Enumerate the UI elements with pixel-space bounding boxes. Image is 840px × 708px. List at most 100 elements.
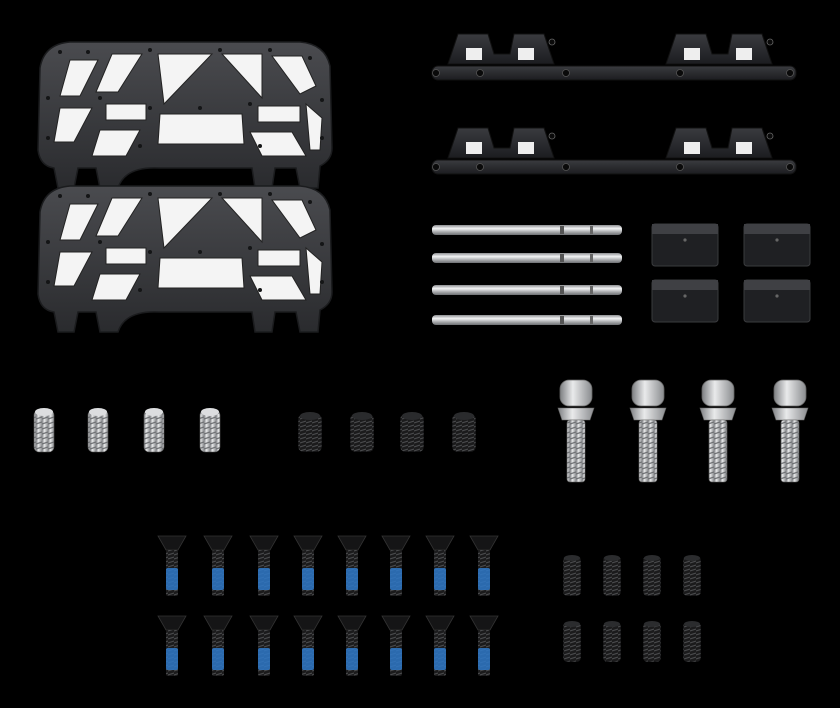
black-set-screw-3 — [399, 412, 425, 453]
steel-pin-4 — [432, 315, 622, 325]
silver-cap-bolts — [557, 379, 809, 483]
plate-cutout — [271, 55, 317, 95]
plate-hole — [58, 194, 62, 198]
rail-hole — [676, 69, 684, 77]
countersunk-bolt-r1-7 — [425, 535, 455, 596]
plate-hole — [138, 144, 142, 148]
countersunk-bolt-r2-4 — [293, 615, 323, 676]
countersunk-bolt-r1-1 — [157, 535, 187, 596]
black-set-screw-1 — [297, 412, 323, 453]
countersunk-bolt-r2-6 — [381, 615, 411, 676]
black-set-screw-small-r1-3 — [642, 555, 662, 597]
rail-hole — [432, 69, 440, 77]
rubber-pad-4 — [743, 279, 811, 323]
rail-hole — [786, 163, 794, 171]
rubber-pad-blocks — [651, 223, 811, 323]
plate-cutout — [249, 275, 307, 301]
plate-cutout — [157, 53, 214, 106]
plate-hole — [86, 194, 90, 198]
steel-pin-3 — [432, 285, 622, 295]
steel-pin-1 — [432, 225, 622, 235]
plate-cutout — [105, 103, 147, 121]
steel-pin-2 — [432, 253, 622, 263]
steel-pins — [432, 225, 622, 325]
plate-cutout — [305, 102, 323, 151]
plate-hole — [258, 144, 262, 148]
rail-clamp — [447, 127, 556, 159]
rail-hole — [676, 163, 684, 171]
rail-hole — [476, 69, 484, 77]
plate-cutout — [271, 199, 317, 239]
silver-set-screw-1 — [33, 408, 55, 453]
plate-cutout — [91, 129, 141, 157]
plate-cutout — [157, 197, 214, 250]
black-set-screw-small-r1-4 — [682, 555, 702, 597]
plate-cutout — [53, 107, 93, 143]
plate-hole — [98, 96, 102, 100]
pedal-plates — [37, 41, 333, 333]
silver-cap-bolt-2 — [629, 379, 667, 483]
plate-cutout — [105, 247, 147, 265]
plate-hole — [320, 242, 324, 246]
black-set-screw-small-r1-2 — [602, 555, 622, 597]
plate-cutout — [157, 257, 245, 289]
plate-cutout — [95, 53, 143, 93]
countersunk-bolt-r2-7 — [425, 615, 455, 676]
countersunk-bolt-r1-8 — [469, 535, 499, 596]
plate-hole — [46, 240, 50, 244]
black-set-screw-4 — [451, 412, 477, 453]
plate-hole — [148, 250, 152, 254]
plate-cutout — [257, 105, 301, 123]
plate-hole — [248, 102, 252, 106]
black-set-screw-small-r2-4 — [682, 621, 702, 663]
pedal-plate-2 — [37, 185, 333, 333]
plate-cutout — [91, 273, 141, 301]
plate-cutout — [220, 197, 263, 244]
plate-hole — [218, 48, 222, 52]
plate-hole — [46, 96, 50, 100]
plate-cutout — [305, 246, 323, 295]
plate-hole — [320, 136, 324, 140]
mounting-rail-2 — [431, 127, 797, 175]
black-set-screw-small-r2-3 — [642, 621, 662, 663]
countersunk-bolt-r1-2 — [203, 535, 233, 596]
silver-cap-bolt-3 — [699, 379, 737, 483]
plate-hole — [308, 56, 312, 60]
countersunk-bolt-r2-1 — [157, 615, 187, 676]
rubber-pad-1 — [651, 223, 719, 267]
plate-cutout — [59, 59, 99, 97]
plate-cutout — [249, 131, 307, 157]
plate-hole — [268, 192, 272, 196]
plate-hole — [198, 250, 202, 254]
plate-cutout — [53, 251, 93, 287]
rail-hole — [562, 163, 570, 171]
mounting-rail-1 — [431, 33, 797, 81]
rail-hole — [786, 69, 794, 77]
black-set-screws-large — [297, 412, 477, 453]
rubber-pad-3 — [651, 279, 719, 323]
plate-hole — [148, 192, 152, 196]
plate-cutout — [257, 249, 301, 267]
plate-hole — [148, 48, 152, 52]
silver-set-screw-2 — [87, 408, 109, 453]
plate-hole — [268, 48, 272, 52]
rail-clamp — [447, 33, 556, 65]
rail-clamp — [665, 33, 774, 65]
plate-hole — [98, 240, 102, 244]
plate-hole — [248, 246, 252, 250]
countersunk-bolts — [157, 535, 499, 676]
plate-hole — [58, 50, 62, 54]
plate-cutout — [59, 203, 99, 241]
countersunk-bolt-r1-4 — [293, 535, 323, 596]
black-set-screw-2 — [349, 412, 375, 453]
plate-hole — [320, 98, 324, 102]
silver-cap-bolt-1 — [557, 379, 595, 483]
countersunk-bolt-r1-3 — [249, 535, 279, 596]
rail-hole — [562, 69, 570, 77]
plate-hole — [138, 288, 142, 292]
plate-cutout — [220, 53, 263, 100]
countersunk-bolt-r2-3 — [249, 615, 279, 676]
plate-hole — [308, 200, 312, 204]
rail-hole — [476, 163, 484, 171]
